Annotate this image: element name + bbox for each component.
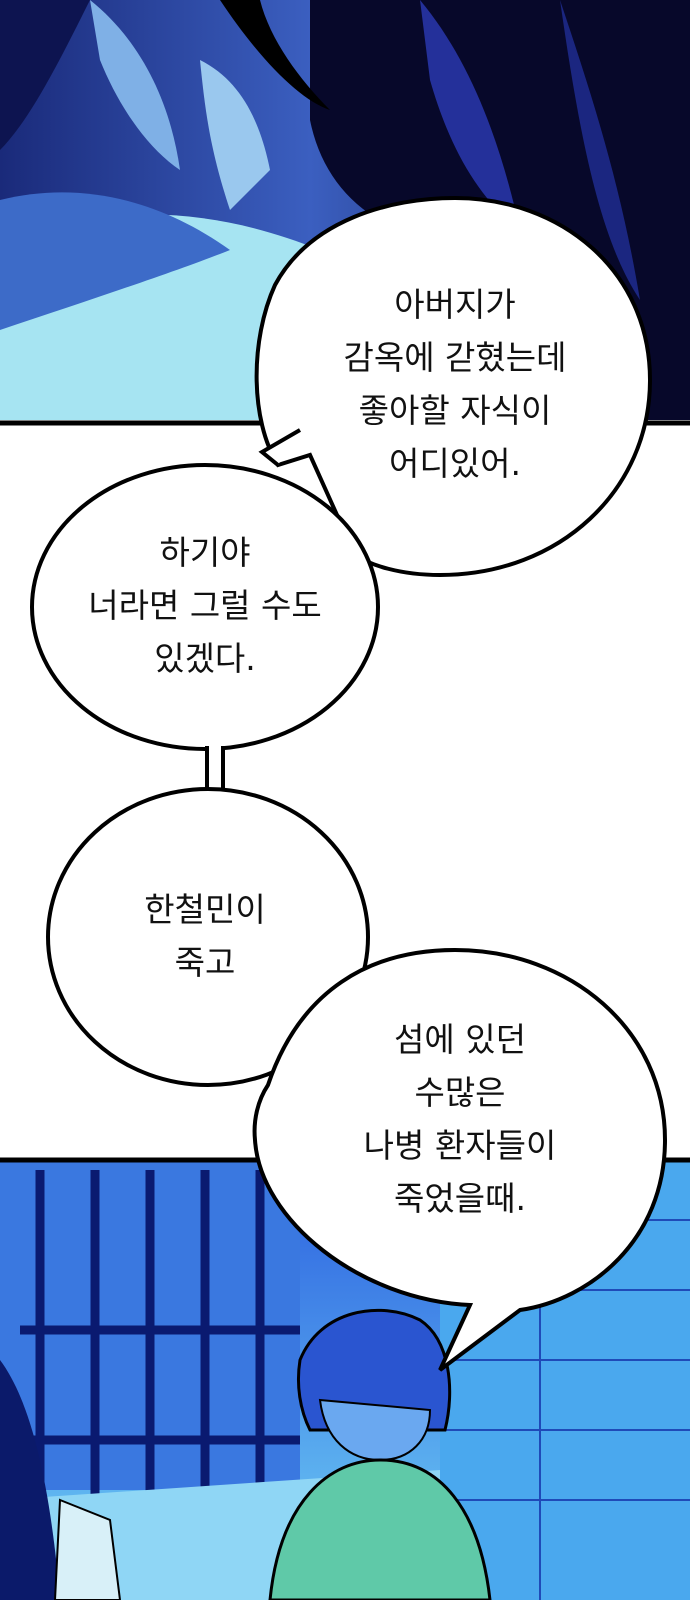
bubble-4-line-3: 나병 환자들이 [363,1126,557,1165]
bubble-1-line-3: 좋아할 자식이 [358,391,552,430]
top-panel-illustration [0,0,690,420]
bubble-4-line-1: 섬에 있던 [394,1020,526,1059]
bubble-2-line-3: 있겠다. [154,639,256,678]
bubble-3-line-1: 한철민이 [144,890,266,929]
bubble-2-text: 하기야 너라면 그럴 수도 있겠다. [60,526,350,685]
bubble-1-line-4: 어디있어. [389,444,521,483]
bubble-1-line-1: 아버지가 [394,285,516,324]
bubble-1-text: 아버지가 감옥에 갇혔는데 좋아할 자식이 어디있어. [300,278,610,490]
bubble-3-line-2: 죽고 [174,943,236,982]
bubble-2-line-1: 하기야 [159,533,251,572]
bubble-4-line-2: 수많은 [414,1073,506,1112]
bubble-1-line-2: 감옥에 갇혔는데 [343,338,567,377]
bubble-2-line-2: 너라면 그럴 수도 [88,586,322,625]
speech-bubble-3 [46,787,370,1087]
speech-bubble-4 [252,947,668,1372]
bubble-4-text: 섬에 있던 수많은 나병 환자들이 죽었을때. [315,1013,605,1225]
bubble-4-line-4: 죽었을때. [394,1179,526,1218]
bubble-connector [205,744,225,790]
speech-bubble-1 [254,195,653,578]
bubble-3-text: 한철민이 죽고 [95,883,315,989]
